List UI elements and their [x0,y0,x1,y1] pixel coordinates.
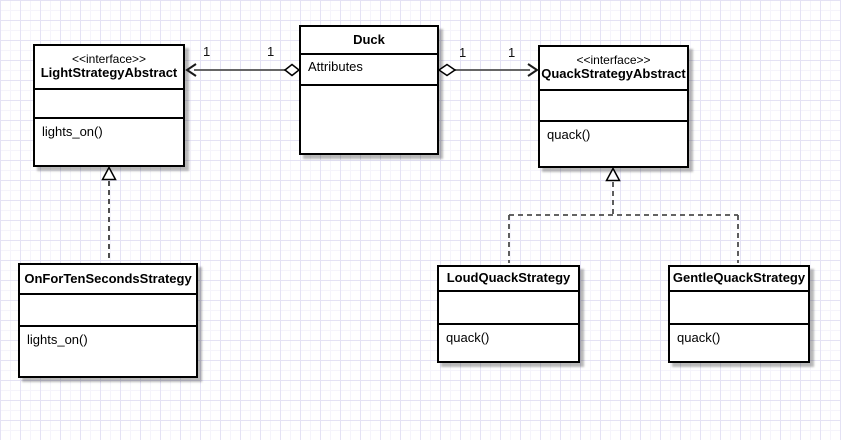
methods-compartment: quack() [670,323,808,361]
multiplicity-label: 1 [267,44,275,59]
class-name: QuackStrategyAbstract [541,66,686,82]
edge-duck-lightstrategy-aggregation[interactable] [185,63,301,77]
attributes-compartment [670,290,808,323]
edge-duck-quackstrategy-aggregation[interactable] [437,63,539,77]
class-name: Duck [353,31,385,47]
stereotype-label: <<interface>> [71,51,147,66]
realization-triangle-icon [101,165,117,181]
class-gentle-quack-strategy[interactable]: GentleQuackStrategy quack() [668,265,810,363]
open-arrow-icon [185,63,197,77]
stereotype-label: <<interface>> [576,52,651,67]
methods-compartment: lights_on() [20,325,196,376]
multiplicity-label: 1 [459,45,467,60]
aggregation-diamond-icon [437,63,457,77]
attributes-compartment [20,293,196,325]
class-quack-strategy-abstract[interactable]: <<interface>> QuackStrategyAbstract quac… [538,45,689,168]
class-light-strategy-abstract[interactable]: <<interface>> LightStrategyAbstract ligh… [33,44,185,167]
class-on-for-ten-seconds-strategy[interactable]: OnForTenSecondsStrategy lights_on() [18,263,198,378]
methods-compartment: quack() [540,120,687,166]
methods-compartment: quack() [439,323,578,361]
class-title: <<interface>> QuackStrategyAbstract [540,47,687,89]
class-name: LightStrategyAbstract [40,65,178,81]
multiplicity-label: 1 [508,45,516,60]
edge-onforten-lightstrategy-realization[interactable] [101,165,117,263]
open-arrow-icon [527,63,539,77]
class-title: OnForTenSecondsStrategy [20,265,196,293]
attributes-compartment [35,88,183,117]
attributes-compartment: Attributes [301,53,437,84]
aggregation-diamond-icon [283,63,301,77]
methods-compartment [301,84,437,153]
edge-quackstrategies-realization[interactable] [508,166,739,264]
class-title: GentleQuackStrategy [670,267,808,290]
attributes-compartment [439,290,578,323]
class-name: LoudQuackStrategy [446,270,571,286]
class-title: <<interface>> LightStrategyAbstract [35,46,183,88]
attributes-compartment [540,89,687,120]
class-duck[interactable]: Duck Attributes [299,25,439,155]
class-name: GentleQuackStrategy [672,270,806,286]
realization-triangle-icon [605,166,621,182]
class-title: Duck [301,27,437,53]
multiplicity-label: 1 [203,44,211,59]
methods-compartment: lights_on() [35,117,183,165]
class-loud-quack-strategy[interactable]: LoudQuackStrategy quack() [437,265,580,363]
class-name: OnForTenSecondsStrategy [24,270,192,286]
class-title: LoudQuackStrategy [439,267,578,290]
